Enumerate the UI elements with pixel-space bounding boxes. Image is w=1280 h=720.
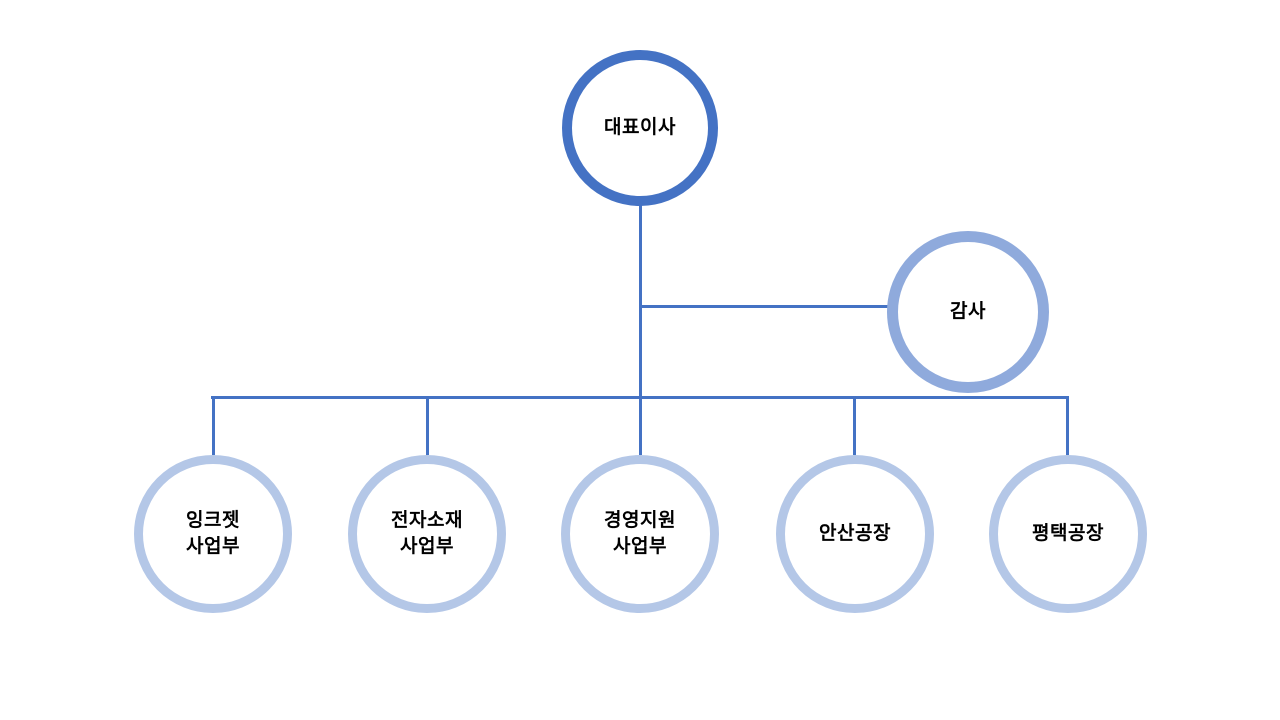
division-label: 경영지원 사업부 bbox=[604, 510, 676, 557]
connector-drop-ansan bbox=[853, 397, 856, 455]
connector-drop-pyeongtaek bbox=[1066, 397, 1069, 455]
ceo-label: 대표이사 bbox=[604, 117, 676, 139]
org-node-auditor: 감사 bbox=[887, 231, 1049, 393]
division-label: 전자소재 사업부 bbox=[391, 510, 463, 557]
org-node-pyeongtaek-factory: 평택공장 bbox=[989, 455, 1147, 613]
org-node-electronic-materials-division: 전자소재 사업부 bbox=[348, 455, 506, 613]
connector-ceo-stem bbox=[639, 200, 642, 455]
auditor-label: 감사 bbox=[950, 301, 986, 323]
connector-auditor-branch bbox=[640, 305, 888, 308]
connector-children-rail bbox=[211, 396, 1069, 399]
org-node-management-support-division: 경영지원 사업부 bbox=[561, 455, 719, 613]
org-node-ansan-factory: 안산공장 bbox=[776, 455, 934, 613]
connector-drop-inkjet bbox=[212, 397, 215, 455]
org-node-inkjet-division: 잉크젯 사업부 bbox=[134, 455, 292, 613]
division-label: 평택공장 bbox=[1032, 523, 1104, 545]
org-node-ceo: 대표이사 bbox=[562, 50, 718, 206]
division-label: 잉크젯 사업부 bbox=[186, 510, 240, 557]
division-label: 안산공장 bbox=[819, 523, 891, 545]
connector-drop-electronic-materials bbox=[426, 397, 429, 455]
